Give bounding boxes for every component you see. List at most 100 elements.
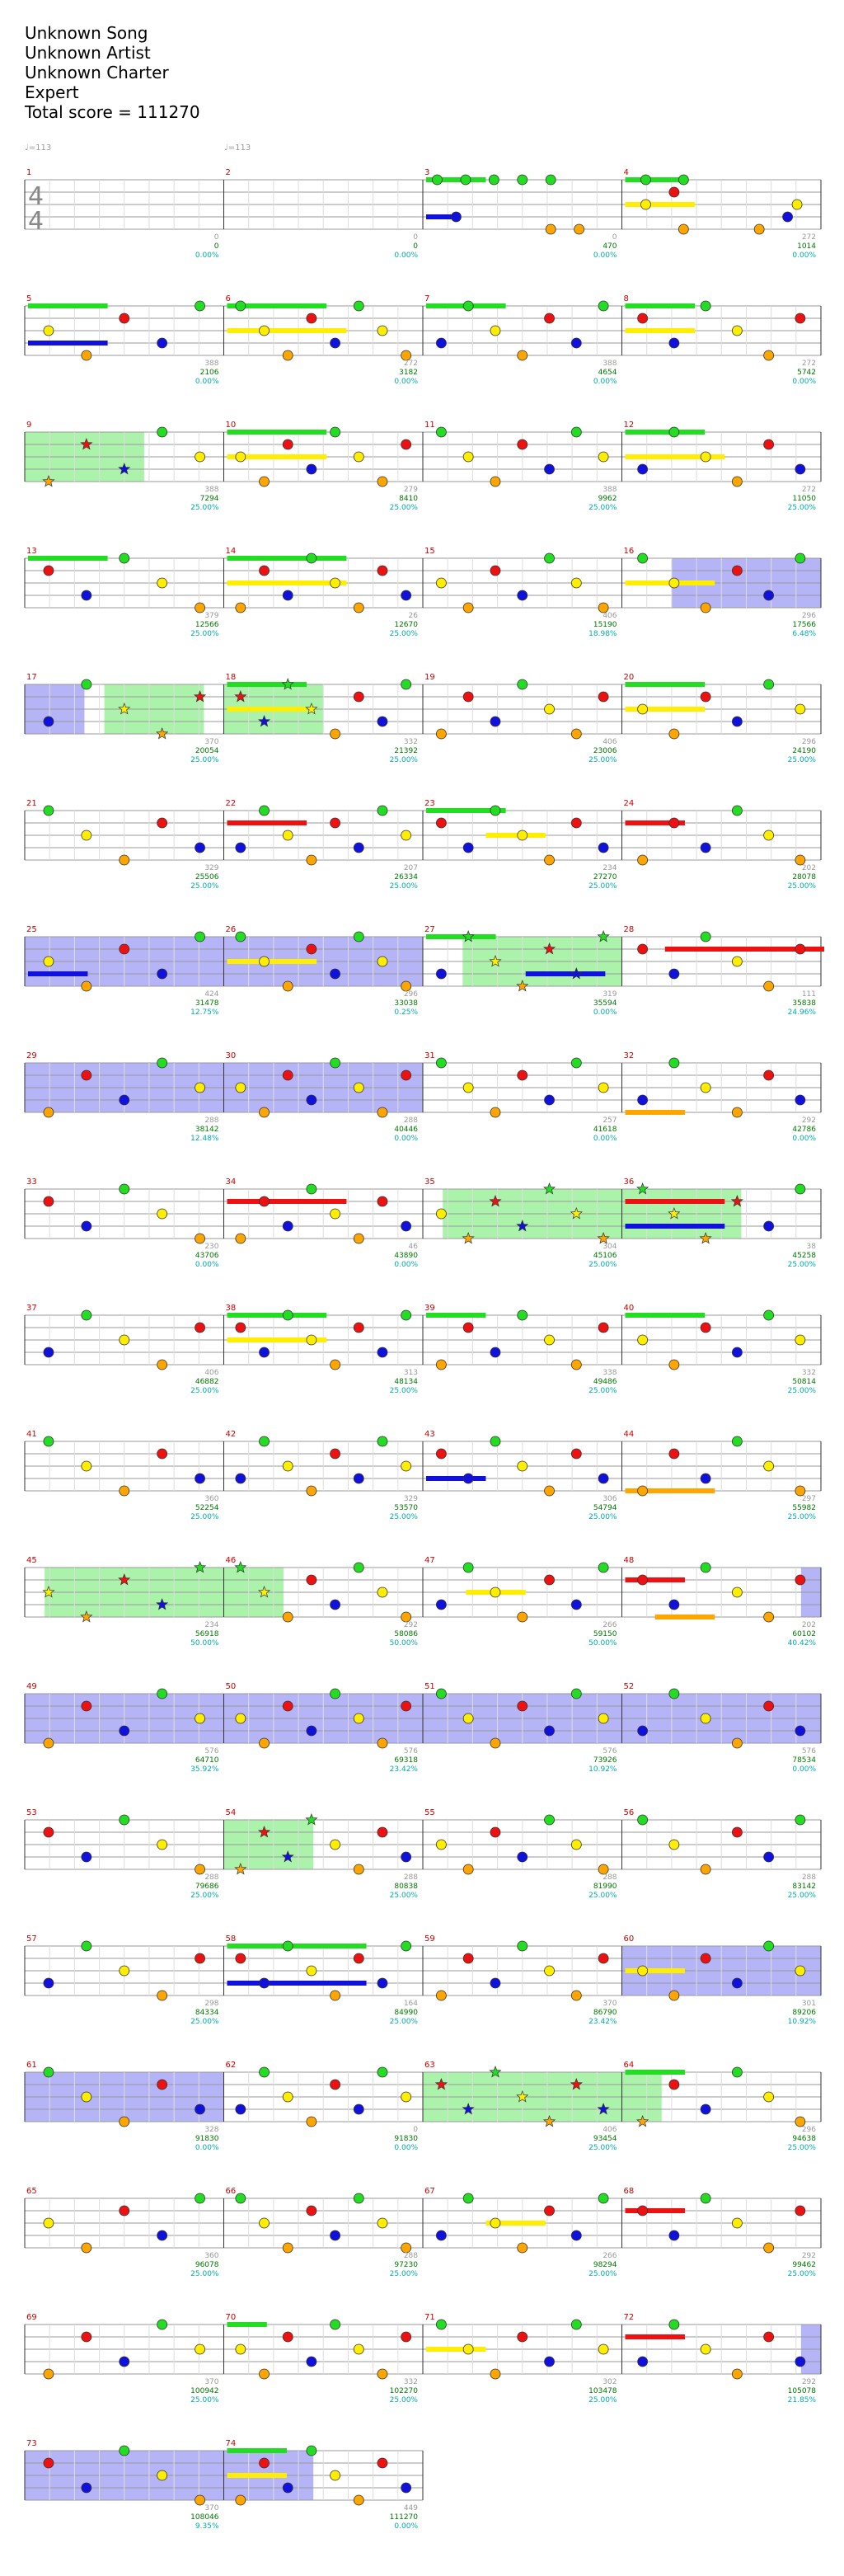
- measure-number: 73: [26, 2439, 37, 2448]
- measure-ticks: 202: [802, 864, 816, 872]
- note-gem: [637, 1814, 649, 1826]
- measure-score: 20054: [195, 747, 219, 755]
- note-gem: [43, 956, 54, 967]
- note-gem: [157, 817, 168, 829]
- measure-ticks: 296: [802, 2126, 816, 2134]
- measure-ticks: 26: [409, 612, 419, 620]
- note-gem: [462, 691, 474, 703]
- measure-ticks: 288: [603, 1873, 617, 1882]
- sustain-bar: [227, 556, 347, 561]
- measure-percent: 9.35%: [195, 2522, 219, 2531]
- measure-number: 10: [226, 421, 237, 430]
- note-gem: [235, 2494, 246, 2506]
- star-note: [234, 690, 247, 703]
- note-gem: [544, 1334, 555, 1346]
- sustain-bar: [485, 2221, 546, 2226]
- note-gem: [81, 2242, 92, 2254]
- measure-ticks: 298: [204, 2000, 218, 2008]
- note-gem: [490, 1107, 501, 1118]
- note-gem: [668, 968, 680, 980]
- measure-ticks: 388: [603, 486, 617, 494]
- measure-percent: 0.00%: [394, 1135, 418, 1143]
- sustain-bar: [227, 1313, 327, 1318]
- measure-ticks: 379: [204, 612, 218, 620]
- measure-percent: 25.00%: [588, 2396, 617, 2404]
- measure-number: 13: [26, 547, 37, 556]
- measure-score: 31478: [195, 999, 219, 1008]
- measure-ticks: 266: [603, 1621, 617, 1629]
- tempo-marker: ♩=113: [25, 143, 52, 153]
- star-note: [42, 1586, 55, 1598]
- star-note: [597, 2103, 610, 2115]
- note-gem: [81, 2331, 92, 2343]
- note-gem: [43, 2066, 54, 2078]
- note-gem: [330, 2319, 340, 2330]
- measure-ticks: 292: [802, 2252, 816, 2260]
- note-gem: [119, 1725, 130, 1737]
- measure-score: 43890: [394, 1252, 418, 1260]
- note-gem: [731, 1737, 743, 1749]
- sustain-bar: [426, 2347, 486, 2352]
- measure-ticks: 297: [802, 1495, 816, 1503]
- note-gem: [157, 2470, 168, 2481]
- note-gem: [259, 2368, 270, 2380]
- note-gem: [43, 2457, 54, 2469]
- measure-percent: 0.00%: [394, 251, 418, 260]
- sustain-bar: [227, 2448, 287, 2453]
- note-gem: [544, 313, 555, 324]
- note-gem: [259, 476, 270, 487]
- measure-score: 23006: [593, 747, 617, 755]
- star-note: [516, 2090, 529, 2103]
- note-gem: [401, 1940, 412, 1952]
- note-gem: [435, 426, 447, 438]
- note-gem: [544, 463, 555, 475]
- note-gem: [490, 1586, 501, 1598]
- measure-score: 3182: [399, 369, 418, 377]
- note-gem: [435, 2319, 447, 2330]
- measure-percent: 25.00%: [588, 1387, 617, 1395]
- measure-percent: 25.00%: [588, 2144, 617, 2152]
- note-gem: [795, 2116, 806, 2127]
- note-gem: [353, 1953, 364, 1964]
- star-note: [42, 475, 55, 487]
- measure-number: 43: [424, 1430, 435, 1439]
- note-gem: [700, 1473, 711, 1484]
- note-gem: [353, 931, 364, 942]
- note-gem: [462, 1082, 474, 1093]
- measure-percent: 50.00%: [588, 1639, 617, 1648]
- note-gem: [795, 313, 806, 324]
- measure-number: 23: [424, 799, 435, 808]
- note-gem: [544, 854, 555, 866]
- measure-score: 55982: [792, 1504, 816, 1512]
- note-gem: [570, 1990, 582, 2001]
- measure-ticks: 0: [413, 233, 418, 242]
- note-gem: [377, 1436, 388, 1447]
- note-gem: [306, 2445, 317, 2456]
- note-gem: [462, 602, 474, 613]
- measure-score: 9962: [598, 495, 617, 503]
- sustain-bar: [227, 454, 327, 459]
- note-gem: [795, 2205, 806, 2216]
- measure-ticks: 406: [603, 2126, 617, 2134]
- measure-number: 68: [624, 2187, 635, 2196]
- measure-percent: 25.00%: [390, 882, 419, 891]
- note-gem: [259, 1107, 270, 1118]
- note-gem: [81, 679, 92, 690]
- note-gem: [637, 1485, 649, 1497]
- note-gem: [570, 1599, 582, 1610]
- note-gem: [259, 2217, 270, 2229]
- star-note: [234, 1561, 247, 1573]
- measure-ticks: 288: [404, 2252, 418, 2260]
- note-gem: [700, 1082, 711, 1093]
- star-note: [597, 930, 610, 942]
- measure-percent: 0.00%: [394, 2522, 418, 2531]
- note-gem: [353, 451, 364, 463]
- note-gem: [435, 1599, 447, 1610]
- sustain-bar: [28, 303, 108, 308]
- note-gem: [763, 2091, 775, 2103]
- note-gem: [330, 817, 340, 829]
- note-gem: [598, 842, 609, 853]
- note-gem: [282, 1700, 293, 1712]
- measure-number: 8: [624, 294, 629, 303]
- measure-score: 79686: [195, 1883, 219, 1891]
